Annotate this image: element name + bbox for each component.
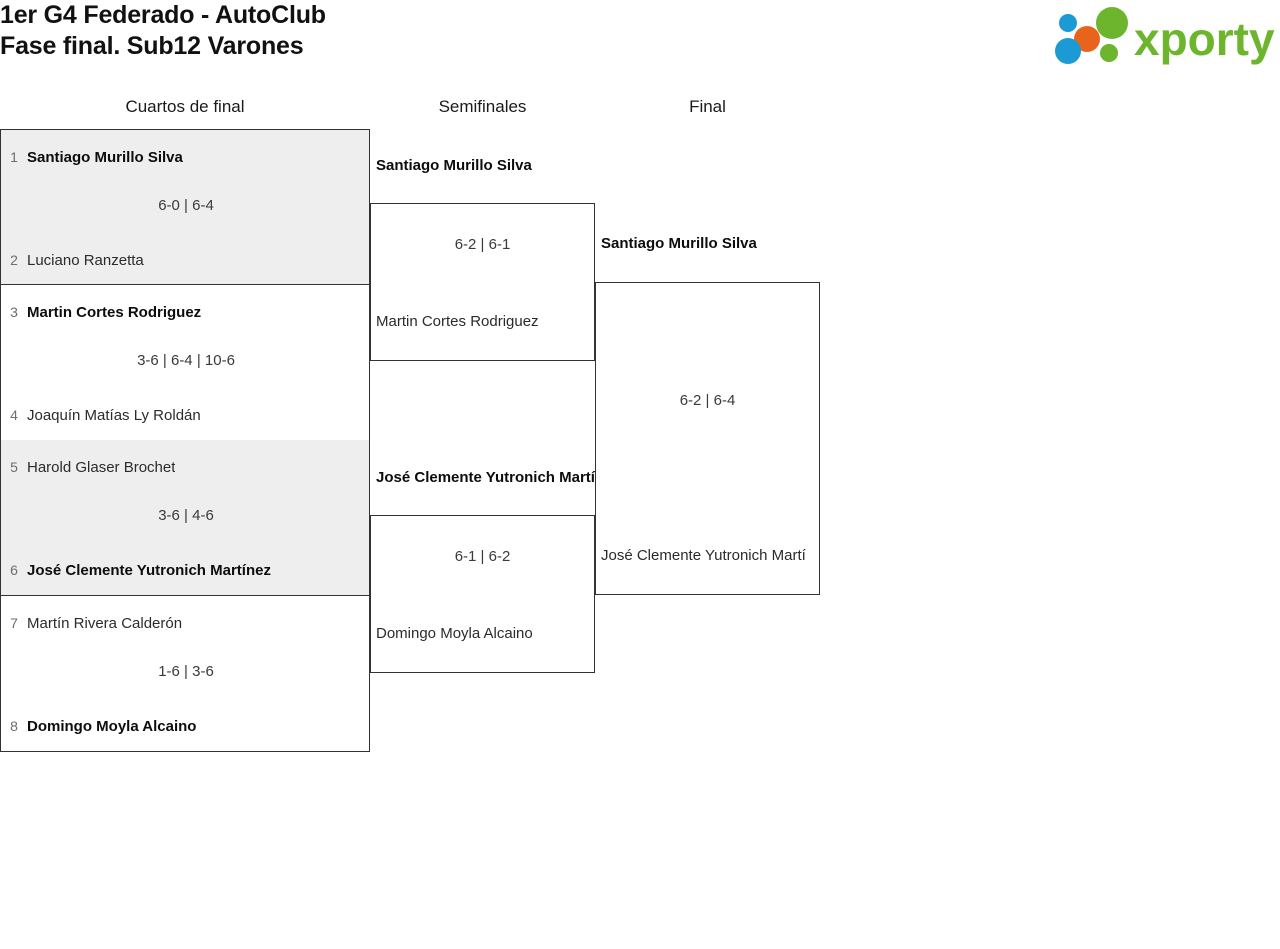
logo-dot-green-large-icon [1096, 7, 1128, 39]
quarterfinal-match-1[interactable]: 1 Santiago Murillo Silva 6-0 | 6-4 2 Luc… [0, 129, 370, 285]
match-slot-bottom[interactable]: 4 Joaquín Matías Ly Roldán [1, 403, 371, 427]
page-title: 1er G4 Federado - AutoClub Fase final. S… [0, 0, 900, 62]
logo-dot-green-small-icon [1100, 44, 1118, 62]
player-name[interactable]: José Clemente Yutronich Martínez [27, 561, 271, 579]
semifinal-match-1[interactable] [370, 203, 595, 361]
logo-wordmark: xporty [1134, 13, 1275, 65]
player-name[interactable]: Santiago Murillo Silva [27, 148, 183, 166]
semifinal-1-player-top[interactable]: Santiago Murillo Silva [376, 157, 532, 174]
quarterfinal-match-2[interactable]: 3 Martin Cortes Rodriguez 3-6 | 6-4 | 10… [0, 285, 370, 441]
semifinal-2-player-top[interactable]: José Clemente Yutronich Martí [376, 469, 595, 486]
seed-number: 5 [10, 459, 18, 475]
seed-number: 2 [10, 252, 18, 268]
player-name[interactable]: Harold Glaser Brochet [27, 458, 176, 476]
seed-number: 4 [10, 407, 18, 423]
match-slot-bottom[interactable]: 6 José Clemente Yutronich Martínez [1, 558, 371, 582]
final-player-top[interactable]: Santiago Murillo Silva [601, 235, 757, 252]
player-name[interactable]: Martín Rivera Calderón [27, 614, 183, 632]
player-name[interactable]: Martin Cortes Rodriguez [27, 303, 202, 321]
seed-number: 3 [10, 304, 18, 320]
page-title-line-1: 1er G4 Federado - AutoClub [0, 1, 326, 29]
match-score: 3-6 | 4-6 [158, 507, 214, 524]
seed-number: 7 [10, 615, 18, 631]
match-slot-bottom[interactable]: 8 Domingo Moyla Alcaino [1, 714, 371, 738]
semifinal-2-score: 6-1 | 6-2 [454, 548, 511, 565]
semifinal-match-2[interactable] [370, 515, 595, 673]
match-score: 3-6 | 6-4 | 10-6 [137, 352, 235, 369]
final-match[interactable] [595, 282, 820, 595]
semifinal-1-score: 6-2 | 6-1 [454, 236, 511, 253]
player-name[interactable]: Domingo Moyla Alcaino [27, 717, 197, 735]
match-slot-top[interactable]: 1 Santiago Murillo Silva [1, 145, 371, 169]
match-slot-top[interactable]: 3 Martin Cortes Rodriguez [1, 300, 371, 324]
round-header-quarterfinals: Cuartos de final [125, 97, 245, 116]
seed-number: 1 [10, 149, 18, 165]
quarterfinal-match-4[interactable]: 7 Martín Rivera Calderón 1-6 | 3-6 8 Dom… [0, 596, 370, 752]
match-slot-top[interactable]: 5 Harold Glaser Brochet [1, 455, 371, 479]
semifinal-2-player-bottom[interactable]: Domingo Moyla Alcaino [376, 625, 533, 642]
seed-number: 6 [10, 562, 18, 578]
player-name[interactable]: Joaquín Matías Ly Roldán [27, 406, 201, 424]
xporty-logo[interactable]: xporty [1050, 6, 1280, 68]
match-score: 1-6 | 3-6 [158, 663, 214, 680]
seed-number: 8 [10, 718, 18, 734]
logo-dot-blue-small-icon [1059, 14, 1077, 32]
quarterfinal-match-3[interactable]: 5 Harold Glaser Brochet 3-6 | 4-6 6 José… [0, 440, 370, 596]
page-title-line-2: Fase final. Sub12 Varones [0, 32, 304, 60]
round-header-semifinals: Semifinales [438, 97, 527, 116]
player-name[interactable]: Luciano Ranzetta [27, 251, 144, 269]
round-header-final: Final [689, 97, 726, 116]
final-player-bottom[interactable]: José Clemente Yutronich Martí [601, 547, 806, 564]
logo-dot-blue-large-icon [1055, 38, 1081, 64]
match-slot-top[interactable]: 7 Martín Rivera Calderón [1, 611, 371, 635]
semifinal-1-player-bottom[interactable]: Martin Cortes Rodriguez [376, 313, 539, 330]
match-slot-bottom[interactable]: 2 Luciano Ranzetta [1, 248, 371, 272]
final-score: 6-2 | 6-4 [679, 392, 736, 409]
match-score: 6-0 | 6-4 [158, 197, 214, 214]
logo-dot-orange-icon [1074, 26, 1100, 52]
quarterfinals-column: 1 Santiago Murillo Silva 6-0 | 6-4 2 Luc… [0, 129, 370, 752]
